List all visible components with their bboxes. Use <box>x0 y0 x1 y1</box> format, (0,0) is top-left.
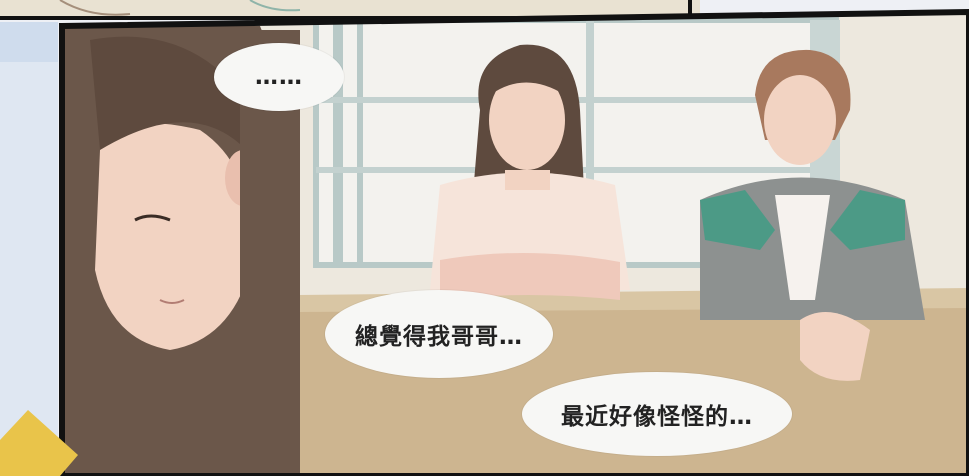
speech-text-2: 總覺得我哥哥… <box>355 324 523 350</box>
speech-bubble-brother: 總覺得我哥哥… <box>325 290 553 378</box>
tape-strip <box>0 410 78 476</box>
speech-bubble-strange: 最近好像怪怪的… <box>522 372 792 456</box>
speech-text-3: 最近好像怪怪的… <box>561 404 753 430</box>
gutter-strip <box>0 22 58 476</box>
speech-text-1: …… <box>255 64 303 90</box>
foreground-girl <box>62 26 300 476</box>
girl-character <box>430 44 630 300</box>
boy-character <box>700 49 925 381</box>
main-panel <box>59 8 969 476</box>
speech-bubble-ellipsis: …… <box>214 43 344 111</box>
